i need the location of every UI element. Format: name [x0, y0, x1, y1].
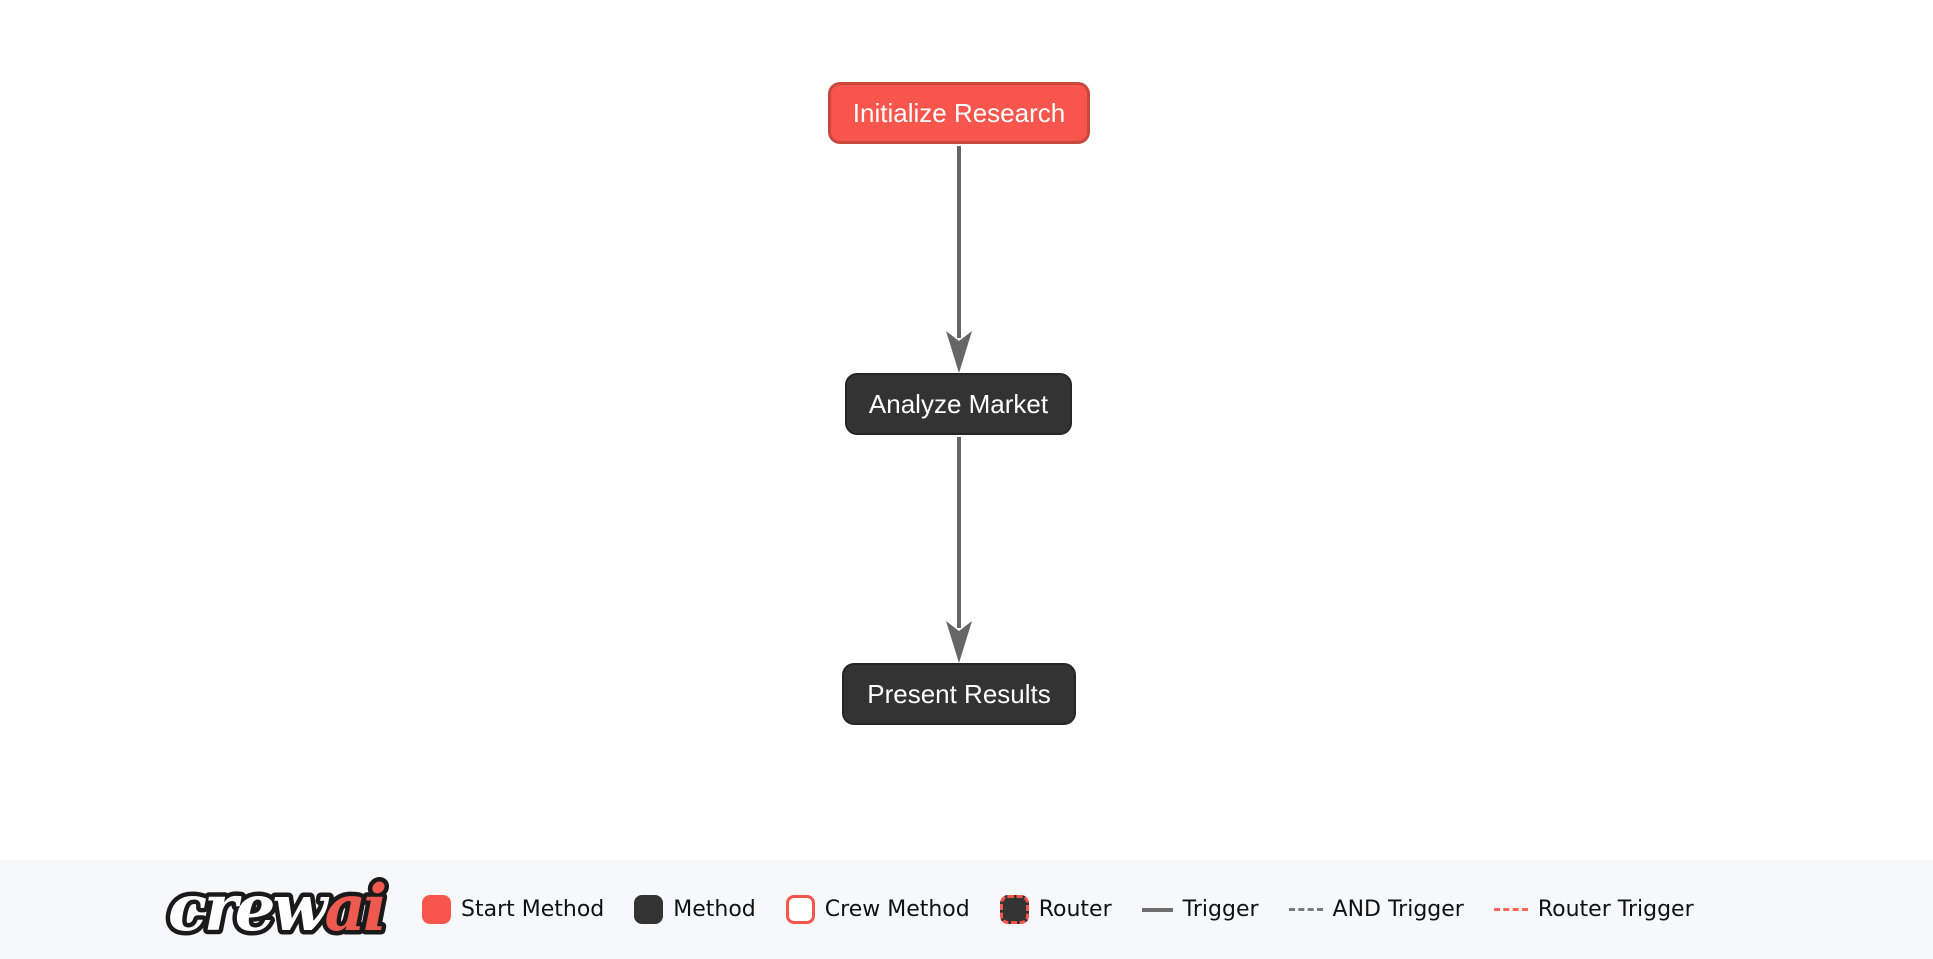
svg-text:crewai: crewai	[168, 871, 385, 946]
legend-label: AND Trigger	[1332, 897, 1464, 922]
legend-label: Start Method	[461, 897, 605, 922]
legend-label: Method	[673, 897, 756, 922]
legend-item-router-trigger: Router Trigger	[1493, 897, 1694, 922]
edge-trigger-1	[946, 146, 972, 373]
crewai-logo-icon: crewai crewai crewai	[159, 862, 397, 955]
svg-text:crewai: crewai	[168, 871, 385, 946]
node-label: Initialize Research	[852, 97, 1066, 128]
node-label: Analyze Market	[868, 388, 1049, 419]
arrowhead-icon	[946, 331, 972, 373]
trigger-line-icon	[1141, 907, 1173, 912]
legend-item-and-trigger: AND Trigger	[1288, 897, 1464, 922]
legend-bar: crewai crewai crewai Start Method Method…	[0, 860, 1933, 959]
crew-method-swatch-icon	[785, 895, 815, 924]
legend-item-router: Router	[999, 895, 1112, 924]
router-swatch-icon	[999, 895, 1029, 924]
legend-label: Crew Method	[824, 897, 970, 922]
legend-item-method: Method	[634, 895, 756, 924]
legend-label: Router	[1038, 897, 1112, 922]
router-trigger-line-icon	[1493, 908, 1528, 911]
edge-trigger-2	[946, 437, 972, 663]
flow-edges	[946, 146, 972, 663]
crewai-logo: crewai crewai crewai	[159, 862, 397, 956]
legend-label: Trigger	[1182, 897, 1259, 922]
node-present-results[interactable]: Present Results	[842, 663, 1076, 725]
legend-label: Router Trigger	[1537, 897, 1694, 922]
svg-text:crewai: crewai	[168, 871, 385, 946]
legend-item-trigger: Trigger	[1141, 897, 1259, 922]
legend-item-start-method: Start Method	[422, 895, 604, 924]
and-trigger-line-icon	[1288, 908, 1323, 911]
legend-item-crew-method: Crew Method	[785, 895, 970, 924]
legend-items: Start Method Method Crew Method Router T…	[422, 895, 1694, 924]
flow-canvas[interactable]: Initialize Research Analyze Market Prese…	[0, 0, 1933, 860]
arrowhead-icon	[946, 621, 972, 663]
node-label: Present Results	[867, 678, 1051, 709]
method-swatch-icon	[634, 895, 664, 924]
node-initialize-research[interactable]: Initialize Research	[828, 82, 1090, 144]
start-method-swatch-icon	[422, 895, 451, 924]
node-analyze-market[interactable]: Analyze Market	[845, 373, 1072, 435]
